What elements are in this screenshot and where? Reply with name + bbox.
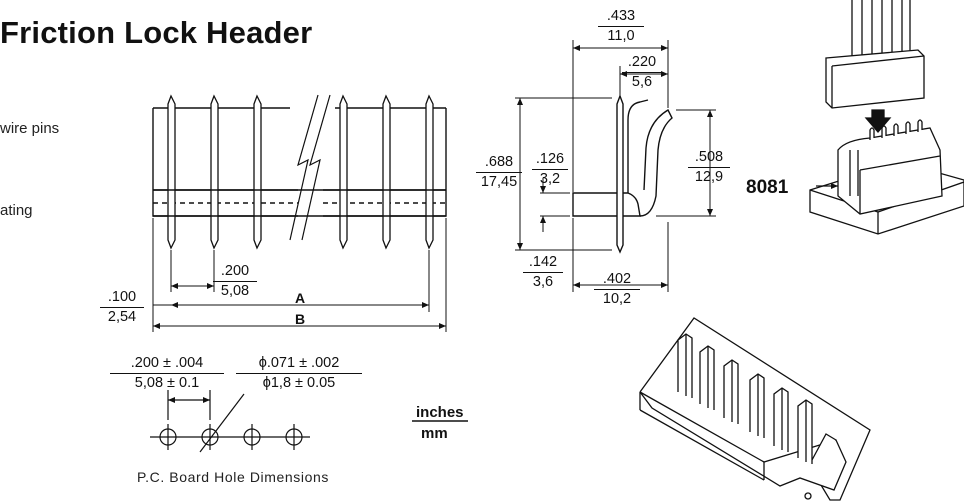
dim-b-label: B	[295, 311, 306, 327]
dim-tail: .142 3,6	[523, 255, 563, 289]
dim-tab-width: .220 5,6	[622, 55, 662, 89]
mating-illustration	[809, 0, 964, 235]
dim-latch-height: .508 12,9	[688, 150, 730, 184]
dim-hole-spacing: .200 ± .004 5,08 ± 0.1	[110, 356, 224, 390]
units-mm: mm	[421, 425, 448, 442]
dim-overall-height: .688 17,45	[476, 155, 522, 189]
dim-width: .100 2,54	[100, 290, 144, 324]
dim-pitch: .200 5,08	[213, 264, 257, 298]
dim-overall-width: .433 11,0	[598, 9, 644, 43]
dim-base-depth: .402 10,2	[594, 272, 640, 306]
front-dimension-lines	[152, 218, 447, 332]
side-view	[572, 94, 673, 254]
hole-pattern	[150, 390, 310, 453]
front-pins	[167, 94, 434, 250]
side-text-2: ating	[0, 202, 33, 219]
dim-hole-diameter: ϕ.071 ± .002 ϕ1,8 ± 0.05	[236, 356, 362, 390]
dim-a-label: A	[295, 290, 306, 306]
dim-upper-pin: .126 3,2	[532, 152, 568, 186]
side-dimension-lines	[515, 40, 716, 292]
hole-caption: P.C. Board Hole Dimensions	[137, 469, 329, 485]
page-title: Friction Lock Header	[0, 15, 313, 50]
part-number-label: 8081	[746, 177, 789, 198]
front-view	[152, 94, 447, 241]
units-inches: inches	[416, 404, 464, 421]
isometric-header	[639, 317, 871, 501]
side-text-1: wire pins	[0, 120, 60, 137]
